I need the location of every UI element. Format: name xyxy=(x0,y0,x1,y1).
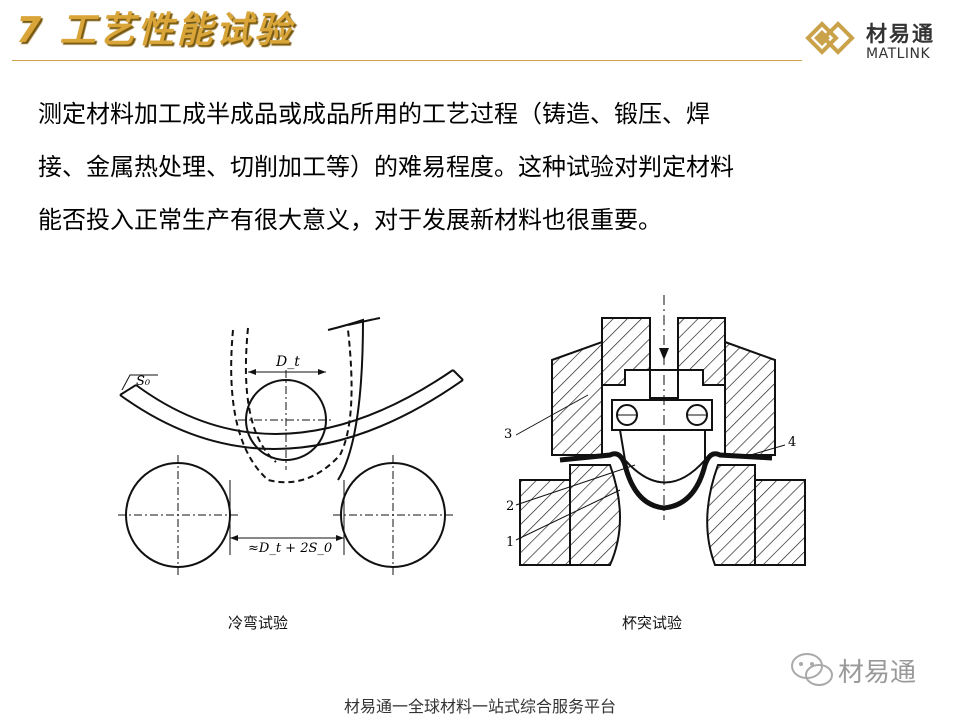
paragraph-line: 接、金属热处理、切削加工等）的难易程度。这种试验对判定材料 xyxy=(38,153,734,181)
slide-title: 7 工艺性能试验 xyxy=(16,10,294,51)
logo-english: MATLINK xyxy=(866,46,931,62)
body-paragraph: 测定材料加工成半成品或成品所用的工艺过程（铸造、锻压、焊 接、金属热处理、切削加… xyxy=(38,88,942,247)
callout-1: 1 xyxy=(506,535,514,550)
matlink-logo-icon xyxy=(805,21,855,55)
dim-label-gap: ≈D_t + 2S_0 xyxy=(248,541,332,556)
caption-cup-test: 杯突试验 xyxy=(622,614,683,632)
watermark-name: 材易通 xyxy=(838,658,917,688)
callout-4: 4 xyxy=(788,435,796,450)
dim-label-thickness: S₀ xyxy=(136,374,151,389)
callout-2: 2 xyxy=(506,499,514,514)
cold-bend-diagram: S₀ D_t ≈D_t + 2S_0 xyxy=(118,317,464,575)
wechat-icon xyxy=(791,653,833,686)
logo-name: 材易通 xyxy=(866,22,935,46)
paragraph-line: 能否投入正常生产有很大意义，对于发展新材料也很重要。 xyxy=(38,206,662,234)
paragraph-line: 测定材料加工成半成品或成品所用的工艺过程（铸造、锻压、焊 xyxy=(38,100,710,128)
title-divider xyxy=(12,60,802,61)
cup-test-diagram: 1 2 3 4 xyxy=(504,295,806,566)
callout-3: 3 xyxy=(504,427,512,442)
dim-label-diameter: D_t xyxy=(275,354,300,370)
footer-text: 材易通一全球材料一站式综合服务平台 xyxy=(343,697,616,716)
caption-cold-bend: 冷弯试验 xyxy=(228,614,289,632)
